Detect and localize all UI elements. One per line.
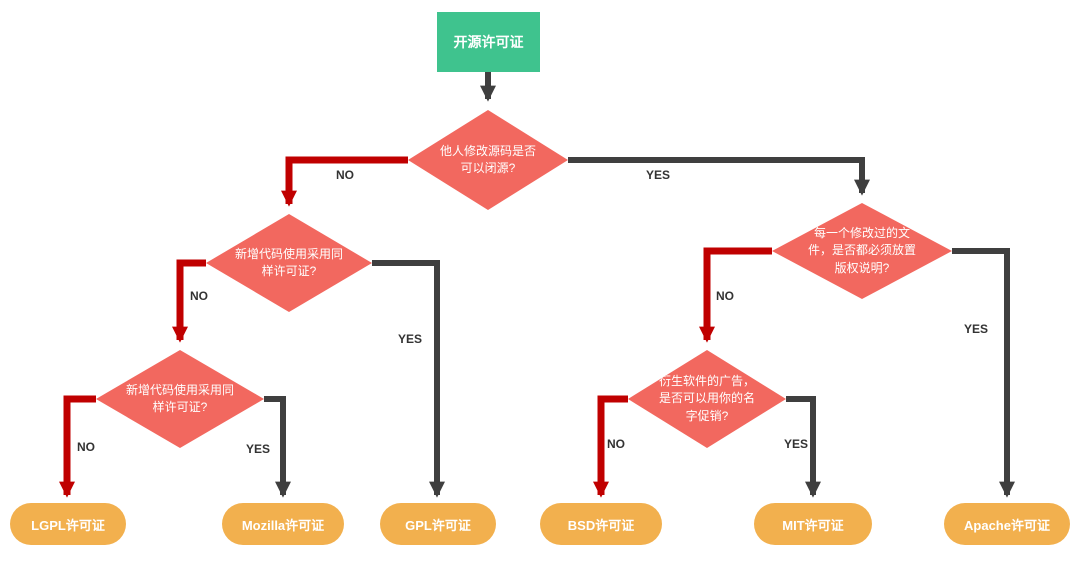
edge-d5-no-to-bsd <box>593 395 628 498</box>
edge-label-d1-no: NO <box>336 168 354 182</box>
root-node-open-source-license: 开源许可证 <box>437 12 540 72</box>
edge-label-d4-yes: YES <box>964 322 989 336</box>
edge-label-d2-yes: YES <box>398 332 423 346</box>
edge-d2-yes-to-gpl <box>372 260 445 498</box>
edge-d5-yes-to-mit <box>786 396 821 498</box>
edge-d4-yes-to-apache <box>952 248 1015 498</box>
edge-label-d3-no: NO <box>77 440 95 454</box>
edge-d4-no-to-d5 <box>699 247 772 343</box>
leaf-gpl-license: GPL许可证 <box>380 503 496 545</box>
edge-d1-no-to-d2 <box>281 156 408 207</box>
leaf-mozilla-license: Mozilla许可证 <box>222 503 344 545</box>
leaf-bsd-license: BSD许可证 <box>540 503 662 545</box>
edge-d1-yes-to-d4 <box>568 157 870 196</box>
leaf-apache-license: Apache许可证 <box>944 503 1070 545</box>
edge-label-d5-no: NO <box>607 437 625 451</box>
edge-label-d4-no: NO <box>716 289 734 303</box>
edge-label-d2-no: NO <box>190 289 208 303</box>
edge-label-d1-yes: YES <box>646 168 671 182</box>
edge-label-d5-yes: YES <box>784 437 809 451</box>
edge-d3-yes-to-mozilla <box>264 396 291 498</box>
leaf-mit-license: MIT许可证 <box>754 503 872 545</box>
edge-label-d3-yes: YES <box>246 442 271 456</box>
leaf-lgpl-license: LGPL许可证 <box>10 503 126 545</box>
edge-d2-no-to-d3 <box>172 259 206 343</box>
edge-d3-no-to-lgpl <box>59 395 96 498</box>
